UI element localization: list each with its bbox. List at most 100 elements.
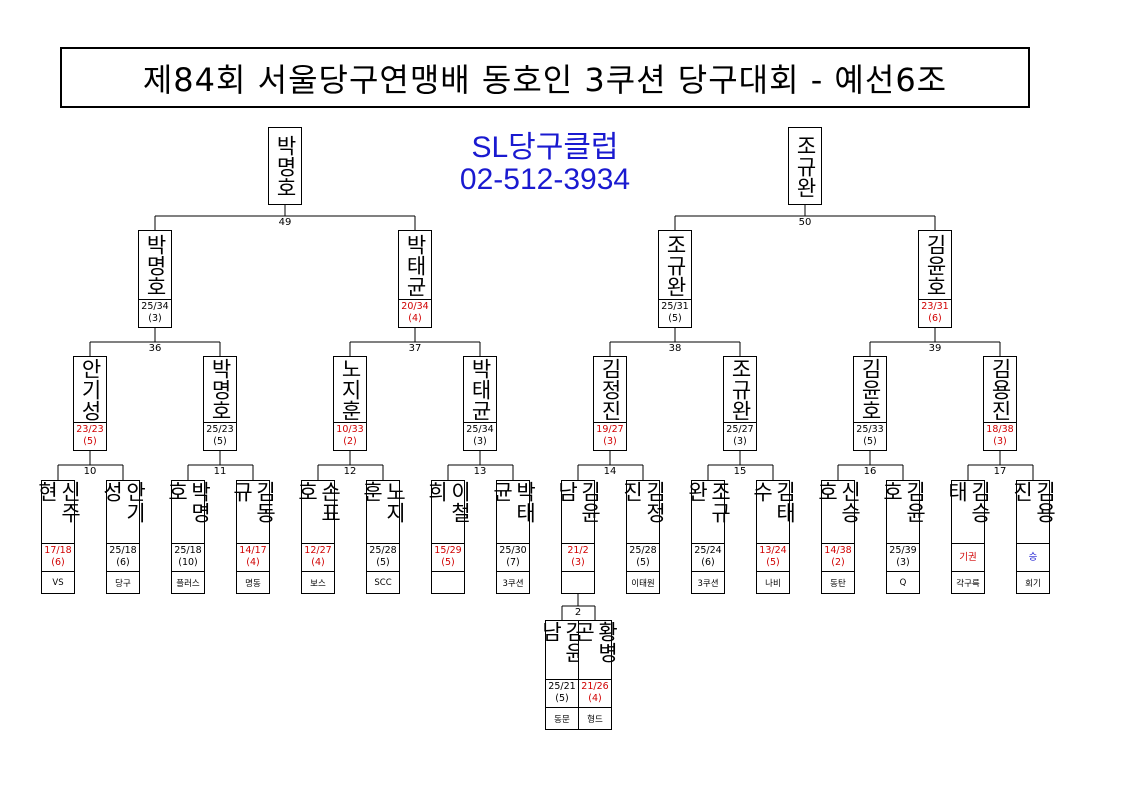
innings-value: (6) [116,557,130,568]
score-cell: 19/27(3) [594,422,626,450]
score-value: 18/38 [986,424,1014,435]
score-cell: 25/34(3) [464,422,496,450]
match-number: 36 [148,343,162,354]
club-cell: VS [42,571,74,593]
score-value: 15/29 [434,545,462,556]
player-name: 노지훈 [360,481,407,523]
club-cell: 이태원 [627,571,659,593]
score-value: 25/18 [109,545,137,556]
score-cell: 25/39(3) [887,543,919,571]
score-cell: 21/2(3) [562,543,594,571]
score-value: 25/28 [369,545,397,556]
score-value: 17/18 [44,545,72,556]
match-number: 2 [574,607,582,618]
player-name: 김용진 [988,358,1013,421]
score-value: 25/33 [856,424,884,435]
score-cell: 기권 [952,543,984,571]
score-cell: 12/27(4) [302,543,334,571]
innings-value: (5) [213,436,227,447]
club-cell: 동탄 [822,571,854,593]
innings-value: (6) [701,557,715,568]
innings-value: (3) [896,557,910,568]
score-cell: 25/34(3) [139,299,171,327]
score-cell: 13/24(5) [757,543,789,571]
sponsor-name: SL당구클럽 [471,131,619,164]
score-cell: 23/31(6) [919,299,951,327]
match-number: 17 [993,466,1007,477]
first-round-box: 손표호 12/27(4)보스 [295,480,342,594]
score-value: 23/23 [76,424,104,435]
player-name: 박명호 [273,134,298,198]
score-value: 10/33 [336,424,364,435]
score-value: 25/24 [694,545,722,556]
club-cell: 나비 [757,571,789,593]
score-value: 기권 [959,552,977,563]
score-cell: 25/21(5) [546,679,578,707]
player-name: 김정진 [598,358,623,421]
score-value: 승 [1028,552,1038,563]
score-cell: 15/29(5) [432,543,464,571]
score-cell: 20/34(4) [399,299,431,327]
score-value: 25/27 [726,424,754,435]
player-name: 신주현 [35,481,82,523]
score-cell: 21/26(4) [579,679,611,707]
innings-value: (10) [178,557,198,568]
innings-value: (6) [928,313,942,324]
score-cell: 25/24(6) [692,543,724,571]
player-name: 신승호 [815,481,862,523]
innings-value: (3) [571,557,585,568]
innings-value: (3) [603,436,617,447]
page-title: 제84회 서울당구연맹배 동호인 3쿠션 당구대회 - 예선6조 [60,47,1030,108]
score-value: 21/26 [581,681,609,692]
club-cell: 보스 [302,571,334,593]
match-number: 49 [278,217,292,228]
match-number: 39 [928,343,942,354]
player-name: 박명호 [208,358,233,421]
club-cell: 플러스 [172,571,204,593]
first-round-box: 박명호 25/18(10) 플러스 [165,480,212,594]
player-name: 조규완 [685,481,732,523]
innings-value: (2) [343,436,357,447]
player-name: 조규완 [728,358,753,421]
player-name: 조규완 [663,233,688,297]
score-value: 25/34 [466,424,494,435]
player-name: 박명호 [143,233,168,297]
match-number: 15 [733,466,747,477]
player-name: 손표호 [295,481,342,523]
club-cell: 형드 [579,707,611,729]
innings-value: (6) [51,557,65,568]
club-cell [432,571,464,593]
club-cell: 동문 [546,707,578,729]
player-name: 조규완 [793,134,818,198]
player-name: 박태균 [403,233,428,297]
player-name: 박태균 [468,358,493,421]
innings-value: (3) [148,313,162,324]
winner-box: 조규완 [788,127,822,205]
score-cell: 25/31(5) [659,299,691,327]
score-cell: 25/18(6) [107,543,139,571]
club-cell: 당구 [107,571,139,593]
score-value: 25/18 [174,545,202,556]
player-name: 김용진 [1010,481,1057,523]
innings-value: (5) [376,557,390,568]
match-number: 11 [213,466,227,477]
score-value: 14/38 [824,545,852,556]
player-name: 이철희 [425,481,472,523]
club-cell: 3쿠션 [497,571,529,593]
player-name: 박명호 [165,481,212,523]
